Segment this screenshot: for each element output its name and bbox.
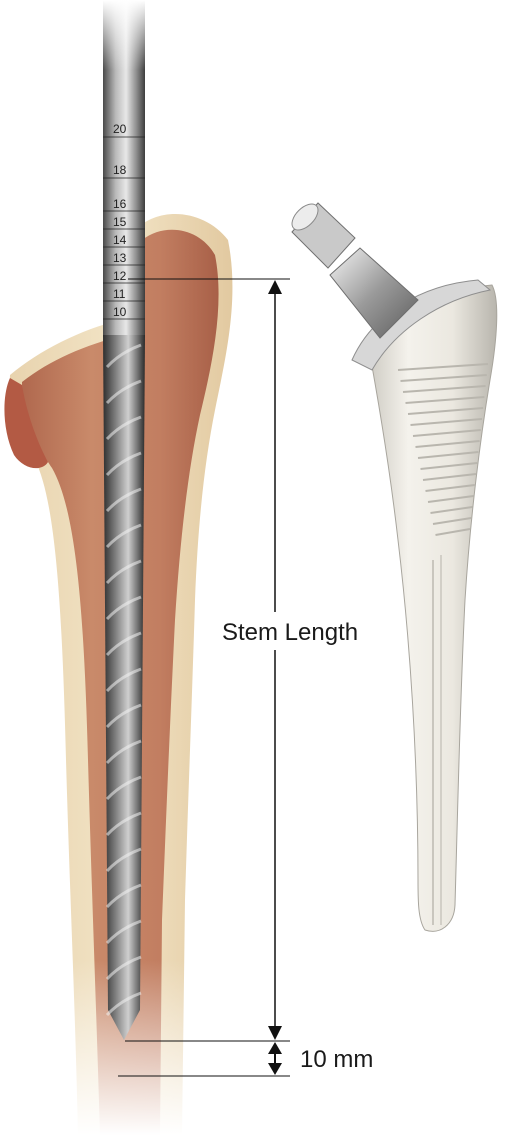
scale-mark-13: 13 xyxy=(113,251,127,265)
scale-mark-18: 18 xyxy=(113,163,127,177)
stem-length-arrow-up xyxy=(268,280,282,294)
femoral-stem-implant xyxy=(287,199,496,931)
offset-arrow-up xyxy=(268,1042,282,1054)
scale-mark-16: 16 xyxy=(113,197,127,211)
scale-mark-14: 14 xyxy=(113,233,127,247)
scale-mark-10: 10 xyxy=(113,305,127,319)
scale-mark-12: 12 xyxy=(113,269,127,283)
scale-mark-20: 20 xyxy=(113,122,127,136)
stem-length-label: Stem Length xyxy=(222,619,358,646)
scale-mark-15: 15 xyxy=(113,215,127,229)
scale-mark-11: 11 xyxy=(113,287,126,301)
reamer: 20 18 16 15 14 13 12 11 10 xyxy=(0,0,260,1040)
stem-length-arrow-down xyxy=(268,1026,282,1040)
offset-arrow-down xyxy=(268,1063,282,1075)
offset-label: 10 mm xyxy=(300,1046,373,1073)
